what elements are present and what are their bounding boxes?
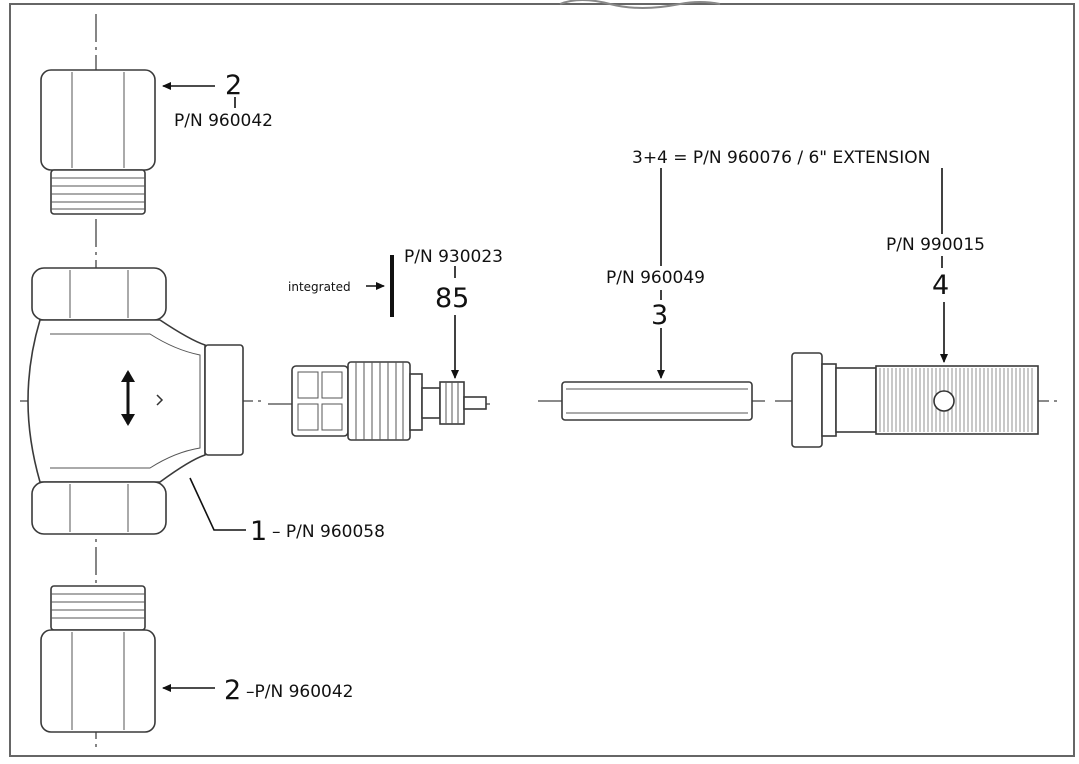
integrated-label: integrated xyxy=(288,280,351,294)
part3-number: 3 xyxy=(651,300,668,331)
union-nut-top xyxy=(40,69,156,215)
part4-number: 4 xyxy=(932,270,949,301)
part85-pn: P/N 930023 xyxy=(404,247,503,267)
part2-bottom-number: 2 xyxy=(224,675,241,706)
part3-pn: P/N 960049 xyxy=(606,268,705,288)
extension-sleeve-4 xyxy=(791,352,1039,448)
diagram-frame xyxy=(9,3,1075,757)
assembly-note: 3+4 = P/N 960076 / 6" EXTENSION xyxy=(632,148,930,168)
part1-number: 1 xyxy=(250,516,267,547)
part85-number: 85 xyxy=(435,283,469,314)
part2-top-pn: P/N 960042 xyxy=(174,111,273,131)
part4-pn: P/N 990015 xyxy=(886,235,985,255)
part1-pn: – P/N 960058 xyxy=(272,522,385,542)
valve-body xyxy=(27,267,244,535)
union-nut-bottom xyxy=(40,585,156,733)
part2-top-number: 2 xyxy=(225,70,242,101)
cartridge-85 xyxy=(291,361,487,441)
cropped-title-fragment xyxy=(559,0,721,9)
part2-bottom-pn: –P/N 960042 xyxy=(246,682,354,702)
leader-line-part1 xyxy=(189,477,246,531)
extension-rod-3 xyxy=(561,381,753,421)
